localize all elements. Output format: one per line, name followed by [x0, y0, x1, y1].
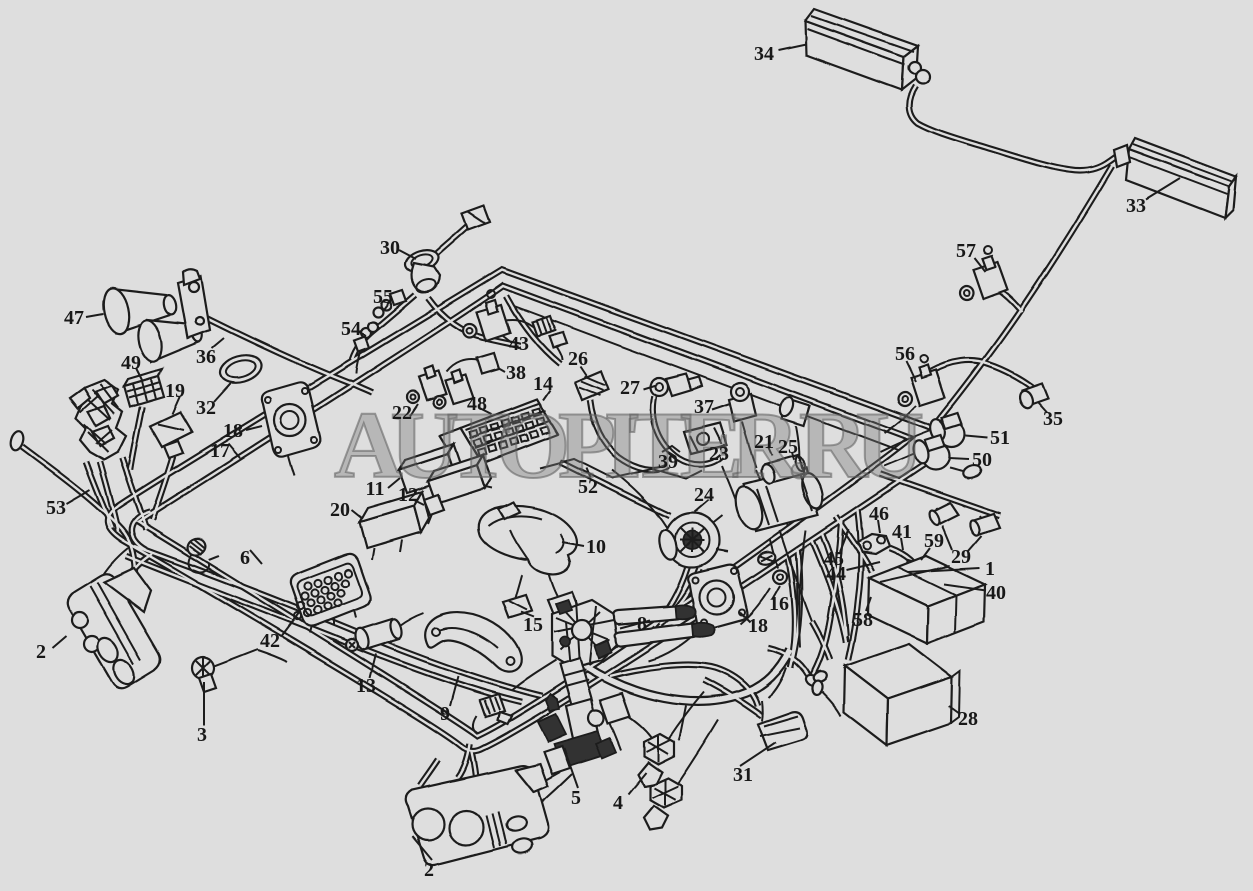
svg-text:20: 20: [330, 499, 350, 521]
svg-text:22: 22: [392, 402, 412, 424]
svg-text:16: 16: [769, 593, 789, 615]
svg-text:54: 54: [341, 318, 361, 340]
svg-text:28: 28: [958, 708, 978, 730]
svg-text:14: 14: [533, 373, 553, 395]
svg-text:51: 51: [990, 427, 1010, 449]
svg-text:18: 18: [748, 615, 768, 637]
svg-text:39: 39: [658, 451, 678, 473]
svg-text:23: 23: [709, 443, 729, 465]
svg-text:9: 9: [440, 703, 450, 725]
svg-text:8: 8: [637, 613, 647, 635]
svg-text:1: 1: [985, 558, 995, 580]
svg-text:38: 38: [506, 362, 526, 384]
svg-text:42: 42: [260, 630, 280, 652]
svg-text:30: 30: [380, 237, 400, 259]
svg-text:2: 2: [424, 859, 434, 881]
svg-text:19: 19: [165, 380, 185, 402]
svg-text:26: 26: [568, 348, 588, 370]
svg-text:12: 12: [398, 484, 418, 506]
svg-text:47: 47: [64, 307, 84, 329]
svg-text:56: 56: [895, 343, 915, 365]
svg-text:29: 29: [951, 546, 971, 568]
svg-text:43: 43: [509, 333, 529, 355]
svg-text:37: 37: [694, 396, 714, 418]
svg-text:17: 17: [210, 440, 230, 462]
svg-text:45: 45: [824, 548, 844, 570]
svg-text:58: 58: [853, 609, 873, 631]
svg-text:46: 46: [869, 503, 889, 525]
svg-text:52: 52: [578, 476, 598, 498]
svg-text:49: 49: [121, 352, 141, 374]
svg-text:35: 35: [1043, 408, 1063, 430]
svg-text:10: 10: [586, 536, 606, 558]
svg-text:36: 36: [196, 346, 216, 368]
svg-text:34: 34: [754, 43, 774, 65]
svg-text:5: 5: [571, 787, 581, 809]
svg-text:31: 31: [733, 764, 753, 786]
svg-text:48: 48: [467, 393, 487, 415]
svg-text:41: 41: [892, 521, 912, 543]
svg-text:55: 55: [373, 286, 393, 308]
svg-text:15: 15: [523, 614, 543, 636]
svg-text:3: 3: [197, 724, 207, 746]
svg-text:32: 32: [196, 397, 216, 419]
svg-text:44: 44: [826, 563, 846, 585]
svg-text:24: 24: [694, 484, 714, 506]
svg-text:21: 21: [754, 431, 774, 453]
svg-text:18: 18: [223, 420, 243, 442]
svg-text:40: 40: [986, 582, 1006, 604]
svg-text:50: 50: [972, 449, 992, 471]
svg-text:2: 2: [36, 641, 46, 663]
svg-text:AUTOPITER.RU: AUTOPITER.RU: [334, 392, 924, 498]
svg-text:13: 13: [356, 675, 376, 697]
svg-text:4: 4: [613, 792, 623, 814]
svg-text:25: 25: [778, 436, 798, 458]
svg-text:27: 27: [620, 377, 640, 399]
svg-text:57: 57: [956, 240, 976, 262]
svg-text:53: 53: [46, 497, 66, 519]
svg-text:59: 59: [924, 530, 944, 552]
svg-text:6: 6: [240, 547, 250, 569]
svg-text:33: 33: [1126, 195, 1146, 217]
svg-text:11: 11: [366, 478, 385, 500]
